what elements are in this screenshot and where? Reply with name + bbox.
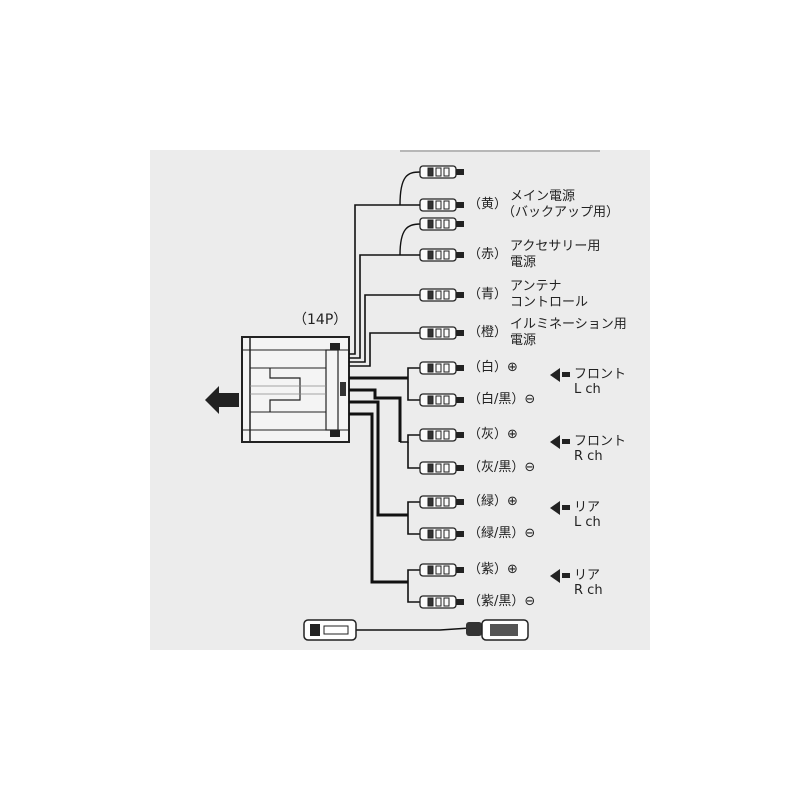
wire-function-label-line2: 電源 — [510, 333, 537, 348]
wire-color-label: （赤） — [468, 247, 508, 262]
connector-label: （14P） — [293, 312, 348, 328]
antenna-plug-left — [303, 619, 357, 641]
left-arrow-icon — [550, 367, 560, 382]
left-arrow-icon — [550, 434, 560, 449]
arrow-shaft — [562, 573, 570, 578]
wire-color-label: （白/黒）⊖ — [468, 392, 536, 407]
wire-function-label: アクセサリー用 — [510, 239, 601, 254]
speaker-position: リア — [574, 568, 601, 583]
wire-color-label: （青） — [468, 287, 508, 302]
wire-color-label: （白）⊕ — [468, 360, 518, 375]
wire-color-label: （緑）⊕ — [468, 494, 518, 509]
wire-function-label: イルミネーション用 — [510, 317, 627, 332]
wire-function-label: メイン電源 — [510, 189, 576, 204]
speaker-channel: R ch — [574, 583, 603, 598]
wire-color-label: （紫）⊕ — [468, 562, 518, 577]
left-arrow-icon — [550, 500, 560, 515]
wire-function-label-line2: 電源 — [510, 255, 537, 270]
speaker-channel: R ch — [574, 449, 603, 464]
terminal-loop-1 — [419, 217, 464, 231]
wire-color-label: （橙） — [468, 325, 508, 340]
wire-color-label: （灰）⊕ — [468, 427, 518, 442]
terminal-wire-3 — [419, 326, 464, 340]
arrow-shaft — [562, 372, 570, 377]
wire-color-label: （灰/黒）⊖ — [468, 460, 536, 475]
terminal-wire-8 — [419, 495, 464, 509]
left-arrow-icon — [205, 386, 239, 414]
wire-color-label: （緑/黒）⊖ — [468, 526, 536, 541]
speaker-position: フロント — [574, 434, 627, 449]
antenna-plug-right — [466, 619, 529, 641]
terminal-wire-7 — [419, 461, 464, 475]
terminal-loop-0 — [419, 165, 464, 179]
terminal-wire-4 — [419, 361, 464, 375]
terminal-wire-5 — [419, 393, 464, 407]
14p-connector — [241, 336, 350, 443]
terminal-wire-1 — [419, 248, 464, 262]
speaker-position: リア — [574, 500, 601, 515]
terminal-wire-11 — [419, 595, 464, 609]
wire-color-label: （紫/黒）⊖ — [468, 594, 536, 609]
wire-function-label-line2: （バックアップ用） — [502, 205, 620, 220]
terminal-wire-10 — [419, 563, 464, 577]
arrow-shaft — [562, 505, 570, 510]
wiring-diagram — [241, 150, 600, 641]
wire-terminals — [400, 165, 464, 609]
wiring-diagram-panel: （14P） （黄）メイン電源（バックアップ用） （赤）アクセサリー用電源 （青）アン… — [150, 150, 650, 650]
terminal-wire-9 — [419, 527, 464, 541]
speaker-channel: L ch — [574, 382, 601, 397]
wire-function-label: アンテナ — [510, 279, 562, 294]
arrow-shaft — [562, 439, 570, 444]
speaker-position: フロント — [574, 367, 627, 382]
speaker-channel: L ch — [574, 515, 601, 530]
terminal-wire-2 — [419, 288, 464, 302]
terminal-wire-6 — [419, 428, 464, 442]
wire-color-label: （黄） — [468, 197, 508, 212]
terminal-wire-0 — [419, 198, 464, 212]
wire-function-label-line2: コントロール — [510, 295, 589, 310]
wire-harness — [349, 204, 471, 631]
left-arrow-icon — [550, 568, 560, 583]
